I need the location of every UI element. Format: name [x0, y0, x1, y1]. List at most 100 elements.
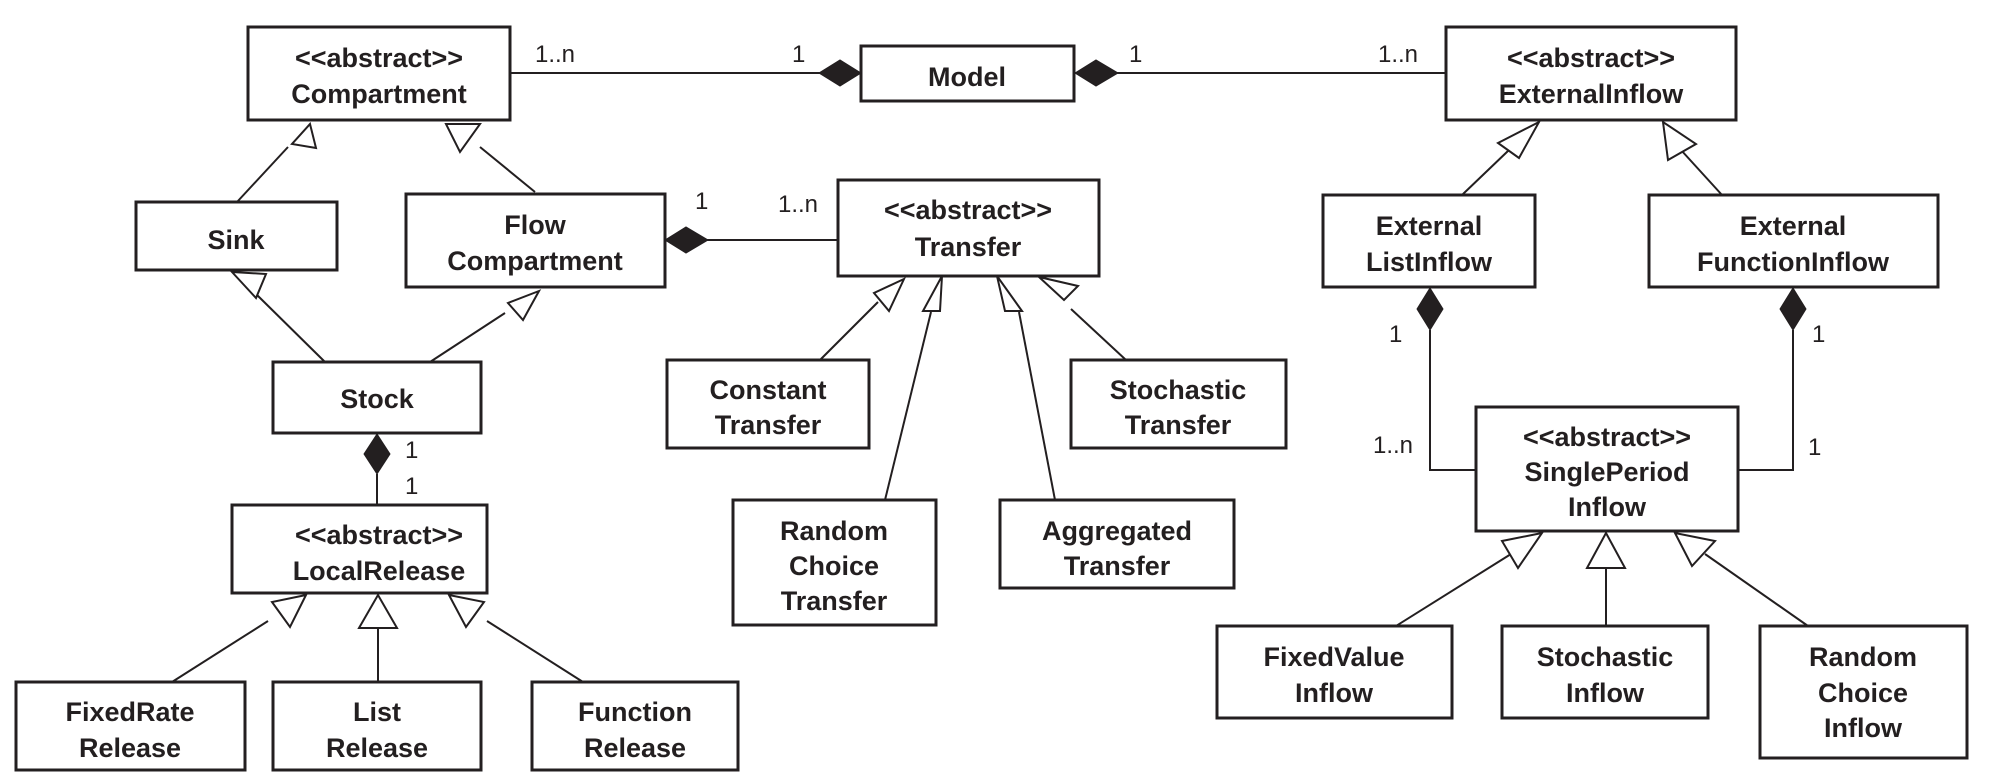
- class-stock: Stock: [271, 360, 483, 435]
- composition-diamond-model-external-inflow: [1074, 59, 1119, 87]
- class-random-choice-inflow-line3: Inflow: [1824, 713, 1903, 743]
- generalization-arrow-stock-flowcompartment: [506, 289, 542, 322]
- multiplicity-external-inflow-part: 1..n: [1378, 41, 1418, 68]
- generalization-arrow-constanttransfer-transfer: [872, 276, 907, 313]
- composition-diamond-model-compartment: [818, 59, 862, 87]
- multiplicity-transfer-part: 1..n: [778, 191, 818, 218]
- generalization-arrow-randomchoicetransfer-transfer: [921, 275, 943, 312]
- class-stochastic-transfer: Stochastic Transfer: [1069, 358, 1288, 450]
- class-external-list-inflow: External ListInflow: [1321, 193, 1537, 289]
- class-single-period-inflow: <<abstract>> SinglePeriod Inflow: [1474, 405, 1740, 533]
- generalization-arrow-stock-sink: [229, 270, 268, 300]
- edge-stock-flowcompartment: [429, 312, 506, 363]
- edge-fixedvalueinflow-singleperiod: [1395, 553, 1512, 627]
- class-model: Model: [859, 44, 1076, 103]
- class-function-release-line2: Release: [584, 733, 686, 763]
- class-stochastic-inflow: Stochastic Inflow: [1500, 624, 1710, 720]
- class-external-list-inflow-line2: ListInflow: [1366, 247, 1493, 277]
- class-flow-compartment-line1: Flow: [504, 210, 566, 240]
- class-sink-name: Sink: [207, 225, 265, 255]
- generalization-arrow-randomchoiceinflow-singleperiod: [1673, 531, 1717, 568]
- class-external-inflow: <<abstract>> ExternalInflow: [1444, 25, 1738, 122]
- multiplicity-listinflow-whole: 1: [1389, 321, 1402, 348]
- class-fixed-value-inflow-line1: FixedValue: [1263, 642, 1404, 672]
- class-fixed-rate-release-line2: Release: [79, 733, 181, 763]
- class-aggregated-transfer-line1: Aggregated: [1042, 516, 1192, 546]
- generalization-arrow-sink-compartment: [290, 121, 318, 150]
- class-model-name: Model: [928, 62, 1006, 92]
- class-external-inflow-stereotype: <<abstract>>: [1507, 43, 1675, 73]
- generalization-arrow-stochastictransfer-transfer: [1035, 275, 1080, 302]
- edge-aggregatedtransfer-transfer: [1018, 311, 1056, 501]
- class-fixed-value-inflow: FixedValue Inflow: [1215, 624, 1454, 720]
- edge-randomchoiceinflow-singleperiod: [1704, 553, 1809, 627]
- composition-diamond-flowcompartment-transfer: [664, 226, 709, 254]
- edge-constanttransfer-transfer: [819, 301, 879, 361]
- class-local-release: <<abstract>> LocalRelease: [230, 503, 489, 595]
- edge-flowcompartment-compartment: [479, 146, 536, 193]
- class-flow-compartment-line2: Compartment: [447, 246, 623, 276]
- generalization-arrow-listrelease-localrelease: [357, 592, 399, 629]
- generalization-arrow-listinflow-externalinflow: [1496, 119, 1542, 160]
- class-transfer-name: Transfer: [915, 232, 1022, 262]
- class-sink: Sink: [134, 200, 339, 272]
- class-external-list-inflow-line1: External: [1376, 211, 1483, 241]
- class-random-choice-transfer-line1: Random: [780, 516, 888, 546]
- class-stochastic-transfer-line1: Stochastic: [1110, 375, 1247, 405]
- class-random-choice-transfer-line2: Choice: [789, 551, 879, 581]
- class-fixed-rate-release: FixedRate Release: [14, 680, 247, 772]
- class-local-release-stereotype: <<abstract>>: [295, 520, 463, 550]
- class-random-choice-inflow-line1: Random: [1809, 642, 1917, 672]
- multiplicity-flowcompartment-whole: 1: [695, 188, 708, 215]
- class-stochastic-transfer-line2: Transfer: [1125, 410, 1232, 440]
- class-stochastic-inflow-line2: Inflow: [1566, 678, 1645, 708]
- multiplicity-localrelease-part: 1: [405, 473, 418, 500]
- class-fixed-value-inflow-line2: Inflow: [1295, 678, 1374, 708]
- class-external-inflow-name: ExternalInflow: [1499, 79, 1685, 109]
- edge-sink-compartment: [236, 146, 289, 203]
- multiplicity-model-whole-left: 1: [792, 41, 805, 68]
- edge-randomchoicetransfer-transfer: [884, 311, 932, 501]
- multiplicities: 1..n 1 1 1..n 1 1..n 1 1 1 1..n 1 1: [405, 41, 1825, 500]
- composition-diamond-listinflow-singleperiod: [1416, 287, 1444, 331]
- class-list-release-line2: Release: [326, 733, 428, 763]
- edge-listinflow-externalinflow: [1461, 149, 1510, 196]
- class-external-function-inflow-line1: External: [1740, 211, 1847, 241]
- multiplicity-stock-whole: 1: [405, 437, 418, 464]
- class-random-choice-transfer: Random Choice Transfer: [731, 498, 938, 627]
- generalization-arrow-fixedraterelease-localrelease: [270, 593, 308, 629]
- composition-diamond-functioninflow-singleperiod: [1779, 287, 1807, 331]
- class-list-release: List Release: [271, 680, 483, 772]
- multiplicity-compartment-part: 1..n: [535, 41, 575, 68]
- generalization-arrow-aggregatedtransfer-transfer: [996, 275, 1024, 312]
- class-single-period-inflow-stereotype: <<abstract>>: [1523, 422, 1691, 452]
- generalization-arrowheads: [229, 119, 1717, 629]
- edge-functioninflow-singleperiod: [1738, 330, 1794, 471]
- class-stock-name: Stock: [340, 384, 415, 414]
- class-function-release-line1: Function: [578, 697, 692, 727]
- class-random-choice-transfer-line3: Transfer: [781, 586, 888, 616]
- class-list-release-line1: List: [353, 697, 401, 727]
- composition-diamonds: [363, 59, 1807, 475]
- class-compartment-stereotype: <<abstract>>: [295, 43, 463, 73]
- class-aggregated-transfer: Aggregated Transfer: [998, 498, 1236, 590]
- multiplicity-functioninflow-whole: 1: [1812, 321, 1825, 348]
- edge-listinflow-singleperiod: [1429, 330, 1476, 471]
- class-stochastic-inflow-line1: Stochastic: [1537, 642, 1674, 672]
- class-single-period-inflow-line2: SinglePeriod: [1524, 457, 1689, 487]
- class-flow-compartment: Flow Compartment: [404, 192, 667, 289]
- composition-diamond-stock-localrelease: [363, 433, 391, 475]
- class-external-function-inflow-line2: FunctionInflow: [1697, 247, 1890, 277]
- class-compartment: <<abstract>> Compartment: [246, 25, 512, 122]
- edge-stochastictransfer-transfer: [1070, 308, 1127, 361]
- class-local-release-name: LocalRelease: [293, 556, 466, 586]
- class-aggregated-transfer-line2: Transfer: [1064, 551, 1171, 581]
- class-function-release: Function Release: [530, 680, 740, 772]
- generalization-arrow-fixedvalueinflow-singleperiod: [1500, 531, 1545, 570]
- class-random-choice-inflow: Random Choice Inflow: [1758, 624, 1969, 760]
- class-constant-transfer-line2: Transfer: [715, 410, 822, 440]
- multiplicity-model-whole-right: 1: [1129, 41, 1142, 68]
- class-external-function-inflow: External FunctionInflow: [1647, 193, 1940, 289]
- generalization-arrow-functioninflow-externalinflow: [1661, 119, 1698, 162]
